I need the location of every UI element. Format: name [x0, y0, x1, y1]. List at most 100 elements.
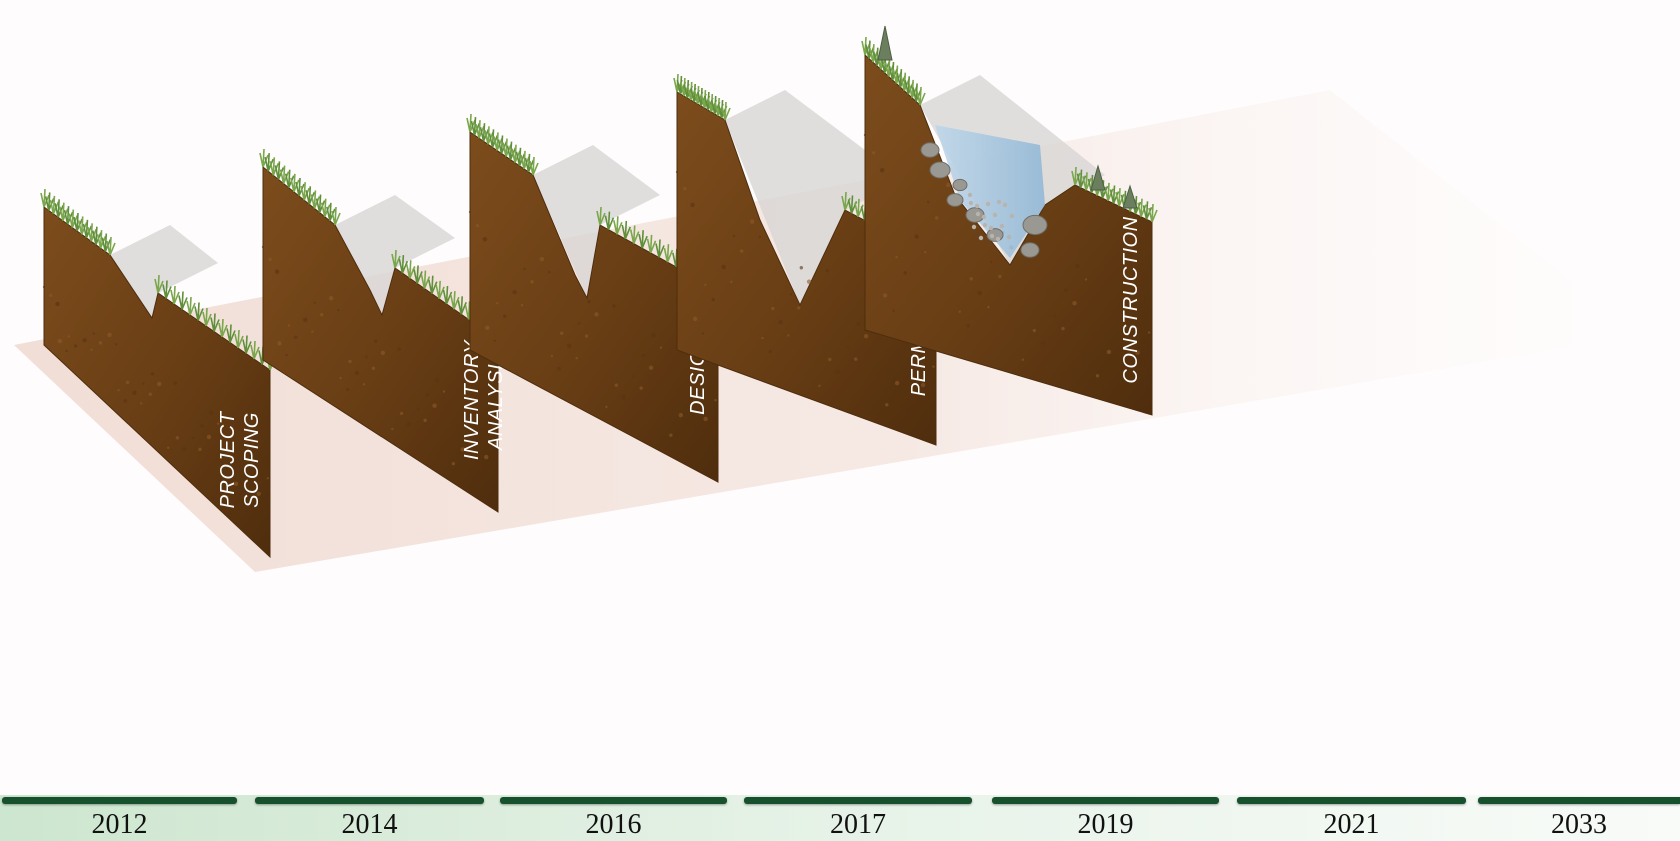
grass-tuft [106, 236, 116, 256]
gravel [992, 212, 998, 218]
soil-speck [740, 249, 744, 253]
soil-speck [191, 436, 195, 440]
soil-speck [337, 308, 340, 312]
soil-speck [687, 425, 690, 428]
grass-tuft [638, 230, 648, 249]
grass-tuft [202, 307, 212, 327]
soil-speck [1127, 339, 1131, 343]
soil-speck [348, 359, 352, 364]
soil-speck [460, 447, 465, 452]
soil-speck [704, 283, 707, 286]
soil-speck [198, 447, 202, 452]
soil-speck [675, 170, 679, 174]
grass-tuft [655, 239, 665, 258]
soil-speck [339, 376, 342, 380]
soil-speck [1032, 328, 1037, 333]
soil-speck [966, 324, 971, 328]
soil-speck [261, 245, 265, 249]
grass-tuft [721, 101, 731, 121]
soil-speck [397, 347, 401, 351]
rock-icon [1022, 214, 1048, 236]
soil-speck [641, 353, 646, 358]
soil-speck [935, 216, 939, 220]
gravel [989, 233, 995, 239]
soil-speck [1095, 374, 1100, 378]
soil-speck [206, 434, 212, 440]
timeline-segment-2019: 2019 [992, 795, 1219, 841]
timeline-year-label: 2017 [830, 809, 886, 840]
soil-speck [1116, 362, 1119, 365]
grass-tuft [1071, 166, 1081, 186]
soil-speck [123, 399, 128, 403]
soil-speck [584, 334, 589, 338]
soil-speck [761, 336, 764, 340]
soil-speck [903, 392, 907, 396]
soil-speck [1040, 340, 1046, 346]
soil-speck [320, 312, 324, 317]
soil-speck [969, 277, 973, 281]
soil-speck [209, 410, 214, 415]
soil-speck [277, 341, 282, 346]
soil-speck [669, 433, 673, 437]
soil-speck [374, 339, 378, 343]
soil-speck [1021, 358, 1025, 361]
soil-speck [892, 309, 895, 313]
soil-speck [612, 304, 616, 308]
soil-speck [167, 446, 170, 450]
soil-speck [797, 306, 801, 310]
timeline-segment-2033: 2033 [1478, 795, 1680, 841]
soil-speck [749, 219, 755, 224]
gravel [996, 199, 1002, 205]
timeline-year-label: 2033 [1551, 809, 1607, 840]
grass-tuft [457, 296, 467, 315]
soil-speck [787, 334, 790, 337]
soil-speck [115, 343, 118, 346]
soil-speck [659, 346, 663, 349]
soil-speck [758, 235, 762, 238]
soil-speck [520, 304, 524, 307]
gravel [982, 222, 988, 228]
soil-speck [575, 357, 578, 360]
soil-speck [416, 408, 420, 411]
soil-speck [818, 384, 821, 388]
soil-speck [365, 355, 368, 359]
soil-speck [55, 301, 60, 307]
soil-speck [998, 274, 1002, 279]
soil-speck [990, 260, 993, 264]
tree-icon [877, 25, 893, 61]
soil-speck [233, 481, 239, 487]
soil-speck [530, 280, 534, 284]
soil-speck [425, 392, 430, 397]
soil-speck [648, 365, 654, 370]
gravel [975, 211, 981, 217]
grass-tuft [613, 216, 623, 235]
grass-tuft [450, 291, 460, 310]
soil-speck [920, 382, 926, 388]
stage-label-line: SCOPING [241, 412, 263, 508]
soil-speck [345, 387, 350, 392]
grass-tuft [629, 225, 640, 244]
stage-label-line: ANALYSIS [485, 350, 507, 451]
gravel [974, 203, 980, 209]
soil-speck [493, 339, 496, 342]
grass-tuft [435, 280, 445, 300]
grass-tuft [186, 296, 196, 316]
grass-tuft [178, 291, 188, 310]
tree-icon [1122, 184, 1138, 209]
soil-speck [894, 380, 900, 386]
soil-speck [1147, 331, 1151, 334]
soil-speck [730, 280, 733, 284]
soil-speck [65, 349, 68, 353]
soil-speck [92, 332, 95, 335]
soil-speck [451, 461, 456, 466]
soil-speck [274, 269, 280, 274]
soil-speck [639, 386, 643, 390]
grass-tuft [1076, 169, 1087, 188]
soil-speck [1103, 384, 1109, 389]
grass-tuft [331, 206, 341, 226]
grass-tuft [428, 275, 438, 295]
timeline-segment-2017: 2017 [744, 795, 972, 841]
gravel [1009, 213, 1015, 219]
